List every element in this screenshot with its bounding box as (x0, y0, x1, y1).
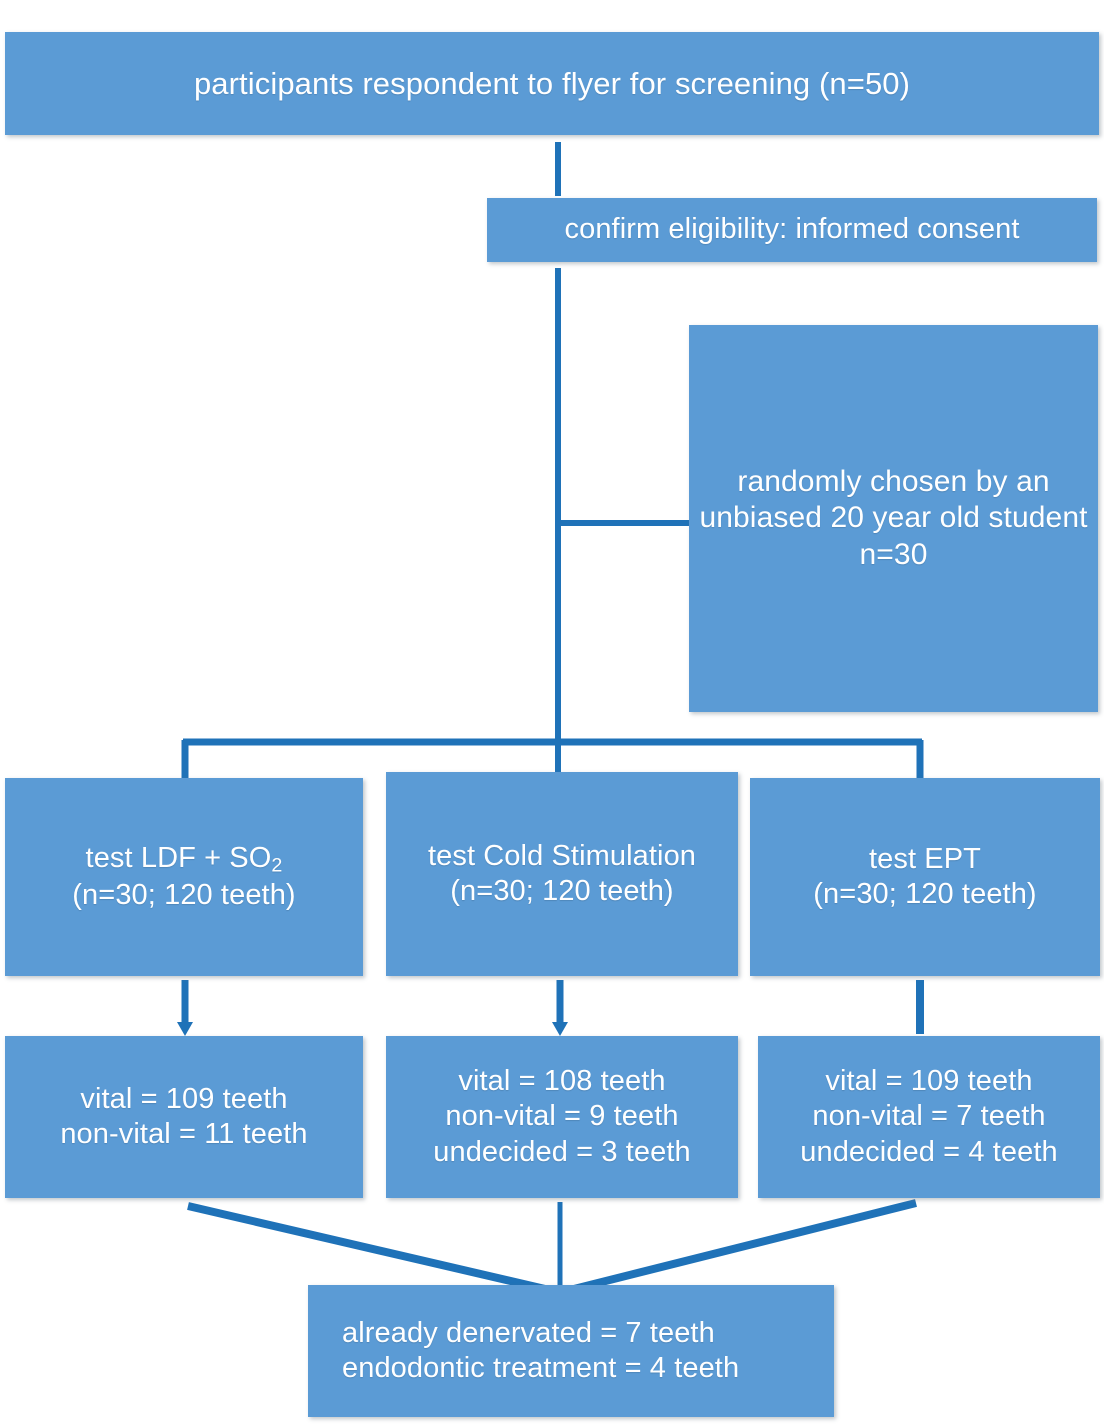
connector-result-ldf-to-outcome (187, 1202, 559, 1296)
node-result-ldf-label: vital = 109 teeth non-vital = 11 teeth (60, 1082, 308, 1150)
node-result-ept: vital = 109 teeth non-vital = 7 teeth un… (758, 1036, 1100, 1198)
node-screening-label: participants respondent to flyer for scr… (193, 65, 911, 101)
node-outcome-label: already denervated = 7 teeth endodontic … (342, 1316, 740, 1384)
node-test-ldf-line2: (n=30; 120 teeth) (72, 878, 296, 911)
node-test-ldf-line1: test LDF + SO (85, 842, 272, 875)
node-result-ldf: vital = 109 teeth non-vital = 11 teeth (5, 1036, 363, 1198)
arrowhead-ldf (177, 1022, 193, 1036)
node-randomization: randomly chosen by an unbiased 20 year o… (689, 325, 1098, 712)
node-randomization-label: randomly chosen by an unbiased 20 year o… (699, 464, 1088, 571)
node-test-cold-label: test Cold Stimulation (n=30; 120 teeth) (427, 839, 697, 907)
node-test-ept-label: test EPT (n=30; 120 teeth) (813, 842, 1037, 910)
arrowhead-cold (552, 1022, 568, 1036)
node-screening: participants respondent to flyer for scr… (5, 32, 1099, 135)
connector-result-ept-to-outcome (561, 1199, 917, 1296)
node-test-cold: test Cold Stimulation (n=30; 120 teeth) (386, 772, 738, 976)
node-test-ept: test EPT (n=30; 120 teeth) (750, 778, 1100, 976)
node-result-cold: vital = 108 teeth non-vital = 9 teeth un… (386, 1036, 738, 1198)
node-eligibility: confirm eligibility: informed consent (487, 198, 1097, 262)
node-test-ldf: test LDF + SO2(n=30; 120 teeth) (5, 778, 363, 976)
node-test-ldf-label: test LDF + SO2(n=30; 120 teeth) (13, 841, 355, 913)
node-result-cold-label: vital = 108 teeth non-vital = 9 teeth un… (433, 1064, 691, 1168)
node-eligibility-label: confirm eligibility: informed consent (564, 213, 1020, 246)
node-outcome: already denervated = 7 teeth endodontic … (308, 1285, 834, 1417)
node-result-ept-label: vital = 109 teeth non-vital = 7 teeth un… (800, 1064, 1058, 1168)
node-test-ldf-subscript: 2 (271, 854, 283, 877)
